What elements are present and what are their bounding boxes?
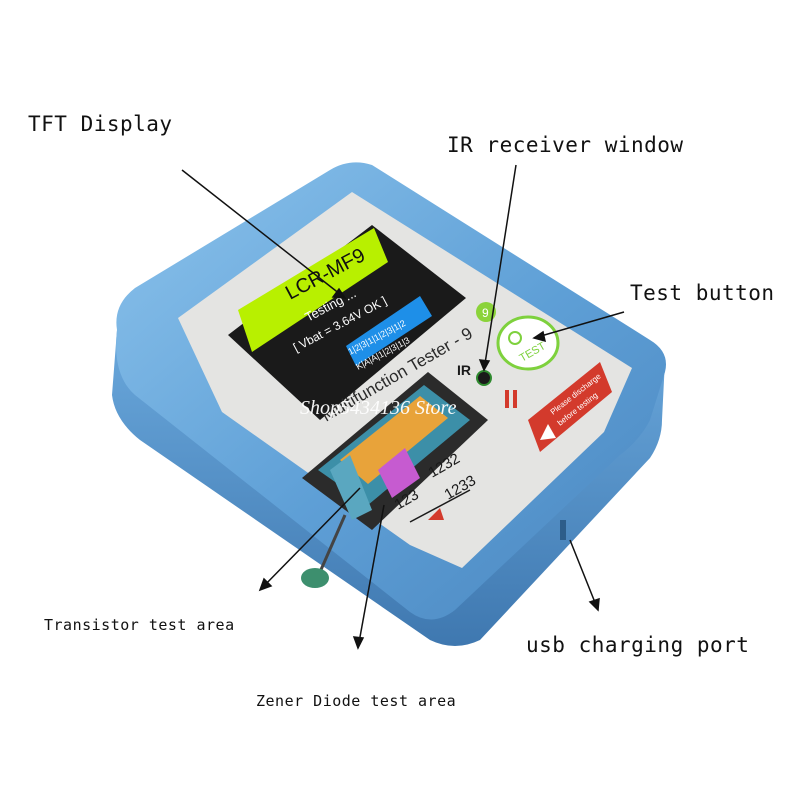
callout-usb-port: usb charging port: [526, 633, 750, 657]
capacitor-symbol: [505, 390, 517, 408]
store-watermark: Shop5434136 Store: [300, 397, 457, 419]
callout-tft-display: TFT Display: [28, 112, 173, 136]
diode-symbol-icon: [428, 508, 444, 520]
usb-port: [560, 520, 566, 540]
zif-socket: [301, 372, 488, 588]
callout-transistor-area: Transistor test area: [44, 616, 235, 634]
power-icon: [508, 331, 522, 345]
svg-text:9: 9: [482, 306, 489, 320]
socket-lever-knob: [301, 568, 329, 588]
callout-zener-area: Zener Diode test area: [256, 692, 457, 710]
test-button: TEST: [496, 315, 560, 371]
warning-triangle-icon: [540, 424, 556, 440]
callout-arrows: [181, 164, 625, 650]
ir-label: IR: [457, 362, 471, 378]
socket-lever-base: [330, 455, 372, 520]
model-number-badge: [476, 302, 496, 322]
callout-ir-receiver: IR receiver window: [447, 133, 684, 157]
callout-test-button: Test button: [630, 281, 775, 305]
zener-slot: [378, 448, 420, 498]
ir-window: [476, 370, 492, 386]
screen-title-bar: [238, 228, 388, 352]
